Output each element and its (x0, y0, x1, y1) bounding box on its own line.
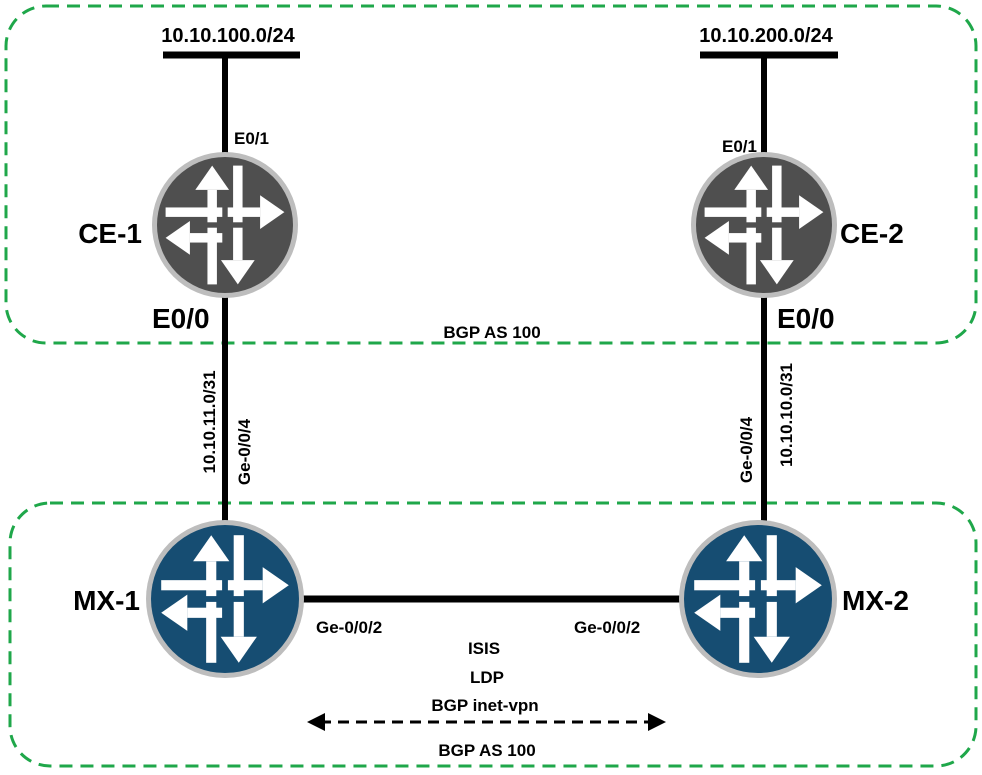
core-protocol-bgp-inet-vpn: BGP inet-vpn (431, 696, 538, 715)
ce-zone-label: BGP AS 100 (443, 323, 540, 342)
ce1-lan-interface-label: E0/1 (234, 129, 269, 148)
ce2-mx2-subnet-label: 10.10.10.0/31 (777, 363, 796, 467)
ce1-router-name: CE-1 (78, 218, 142, 249)
ce1-router[interactable] (152, 152, 298, 298)
ce2-lan-interface-label: E0/1 (722, 137, 757, 156)
lan2-network-label: 10.10.200.0/24 (699, 25, 833, 47)
ce2-wan-interface-label: E0/0 (777, 303, 835, 334)
mx1-core-interface-label: Ge-0/0/2 (316, 618, 382, 637)
mx-zone-label: BGP AS 100 (438, 741, 535, 760)
core-protocol-isis: ISIS (468, 639, 500, 658)
ce-zone-boundary (4, 4, 978, 345)
mx1-router-name: MX-1 (73, 585, 140, 616)
lan1-network-label: 10.10.100.0/24 (161, 25, 295, 47)
ce2-router[interactable] (691, 152, 837, 298)
core-protocol-ldp: LDP (470, 668, 504, 687)
mx2-router-name: MX-2 (842, 585, 909, 616)
mx1-uplink-interface-label: Ge-0/0/4 (235, 418, 254, 485)
mx1-router[interactable] (146, 520, 304, 678)
ce1-wan-interface-label: E0/0 (152, 303, 210, 334)
arrowhead-left-icon (307, 713, 325, 731)
ce1-mx1-subnet-label: 10.10.11.0/31 (200, 370, 219, 473)
mx2-core-interface-label: Ge-0/0/2 (574, 618, 640, 637)
ce2-router-name: CE-2 (840, 218, 904, 249)
arrowhead-right-icon (648, 713, 666, 731)
mx-zone-boundary (8, 501, 978, 768)
mx2-router[interactable] (679, 520, 837, 678)
mx2-uplink-interface-label: Ge-0/0/4 (737, 416, 756, 483)
